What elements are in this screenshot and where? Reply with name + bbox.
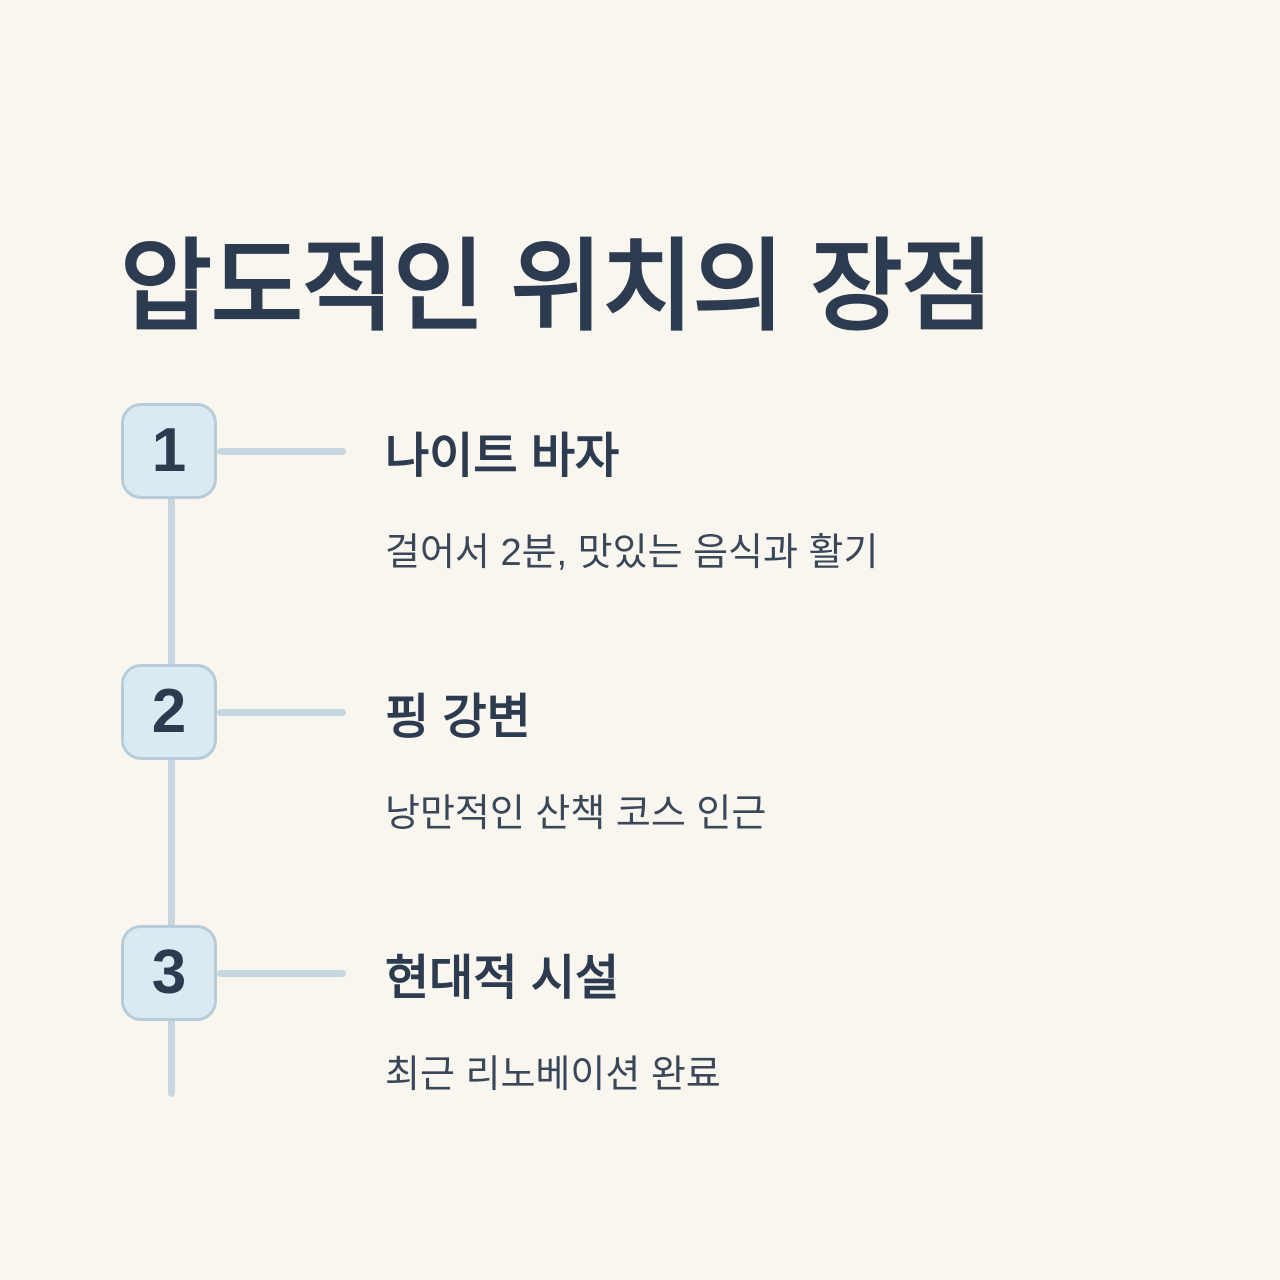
item-heading: 현대적 시설 [385,952,620,1005]
timeline-item: 3 현대적 시설 최근 리노베이션 완료 [121,925,1220,1098]
timeline-item-row: 1 나이트 바자 [121,403,1220,499]
item-heading: 핑 강변 [385,691,531,744]
timeline-item-row: 3 현대적 시설 [121,925,1220,1021]
step-number: 3 [151,938,187,1007]
step-number: 1 [151,416,187,485]
timeline-item: 2 핑 강변 낭만적인 산책 코스 인근 [121,664,1220,837]
step-badge: 3 [121,925,217,1021]
item-heading: 나이트 바자 [385,430,620,483]
timeline-vertical-line [168,452,175,1097]
step-badge: 1 [121,403,217,499]
connector-line [217,447,346,455]
item-description: 낭만적인 산책 코스 인근 [385,793,767,835]
item-description: 최근 리노베이션 완료 [385,1054,721,1096]
step-number: 2 [151,677,187,746]
connector-line [217,708,346,716]
page-title: 압도적인 위치의 장점 [120,231,994,343]
step-badge: 2 [121,664,217,760]
item-description: 걸어서 2분, 맛있는 음식과 활기 [385,532,879,574]
connector-line [217,969,346,977]
timeline-item-row: 2 핑 강변 [121,664,1220,760]
timeline-item: 1 나이트 바자 걸어서 2분, 맛있는 음식과 활기 [121,403,1220,576]
